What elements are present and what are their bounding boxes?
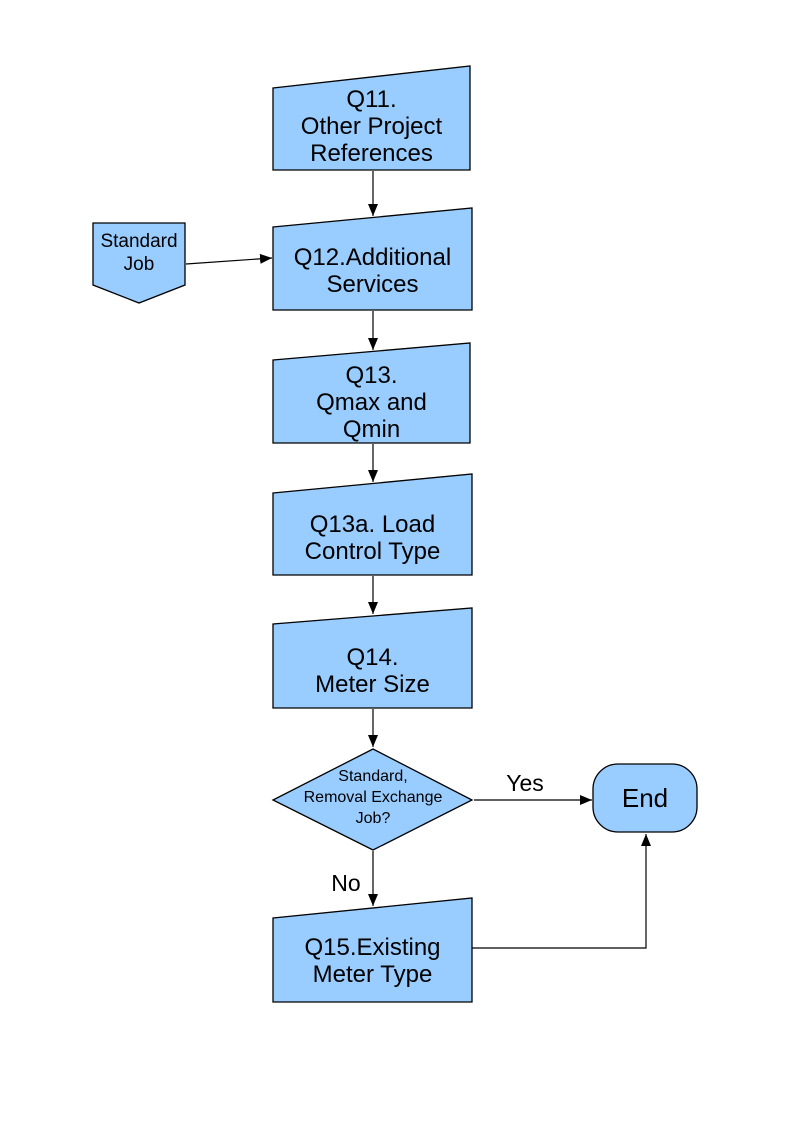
- node-standard-job-shape: [92, 222, 186, 304]
- connector-q15-end: [472, 834, 651, 949]
- edge-label-yes: Yes: [506, 769, 544, 796]
- node-q12-shape: [272, 207, 473, 311]
- node-q11-shape: [272, 65, 471, 171]
- node-q12-label: Q12.Additional Services: [293, 244, 452, 298]
- connector-standard-job-q12: [185, 253, 273, 265]
- edge-label-no: No: [331, 869, 361, 896]
- node-q13a-shape: [272, 473, 473, 576]
- node-q13-label: Q13. Qmax and Qmin: [316, 361, 427, 443]
- node-q14-shape: [272, 607, 473, 709]
- node-end-shape: [592, 763, 698, 833]
- node-decision-label: Standard, Removal Exchange Job?: [303, 767, 443, 827]
- node-q13a-label: Q13a. Load Control Type: [304, 511, 441, 565]
- node-q15-label: Q15.Existing Meter Type: [304, 934, 441, 988]
- node-decision-shape: [271, 748, 474, 851]
- node-end-label: End: [621, 782, 669, 813]
- node-q14-label: Q14. Meter Size: [315, 644, 430, 698]
- node-q13-shape: [272, 342, 471, 444]
- node-q15-shape: [272, 897, 473, 1003]
- node-standard-job-label: Standard Job: [100, 231, 178, 275]
- node-q11-label: Q11. Other Project References: [300, 86, 443, 167]
